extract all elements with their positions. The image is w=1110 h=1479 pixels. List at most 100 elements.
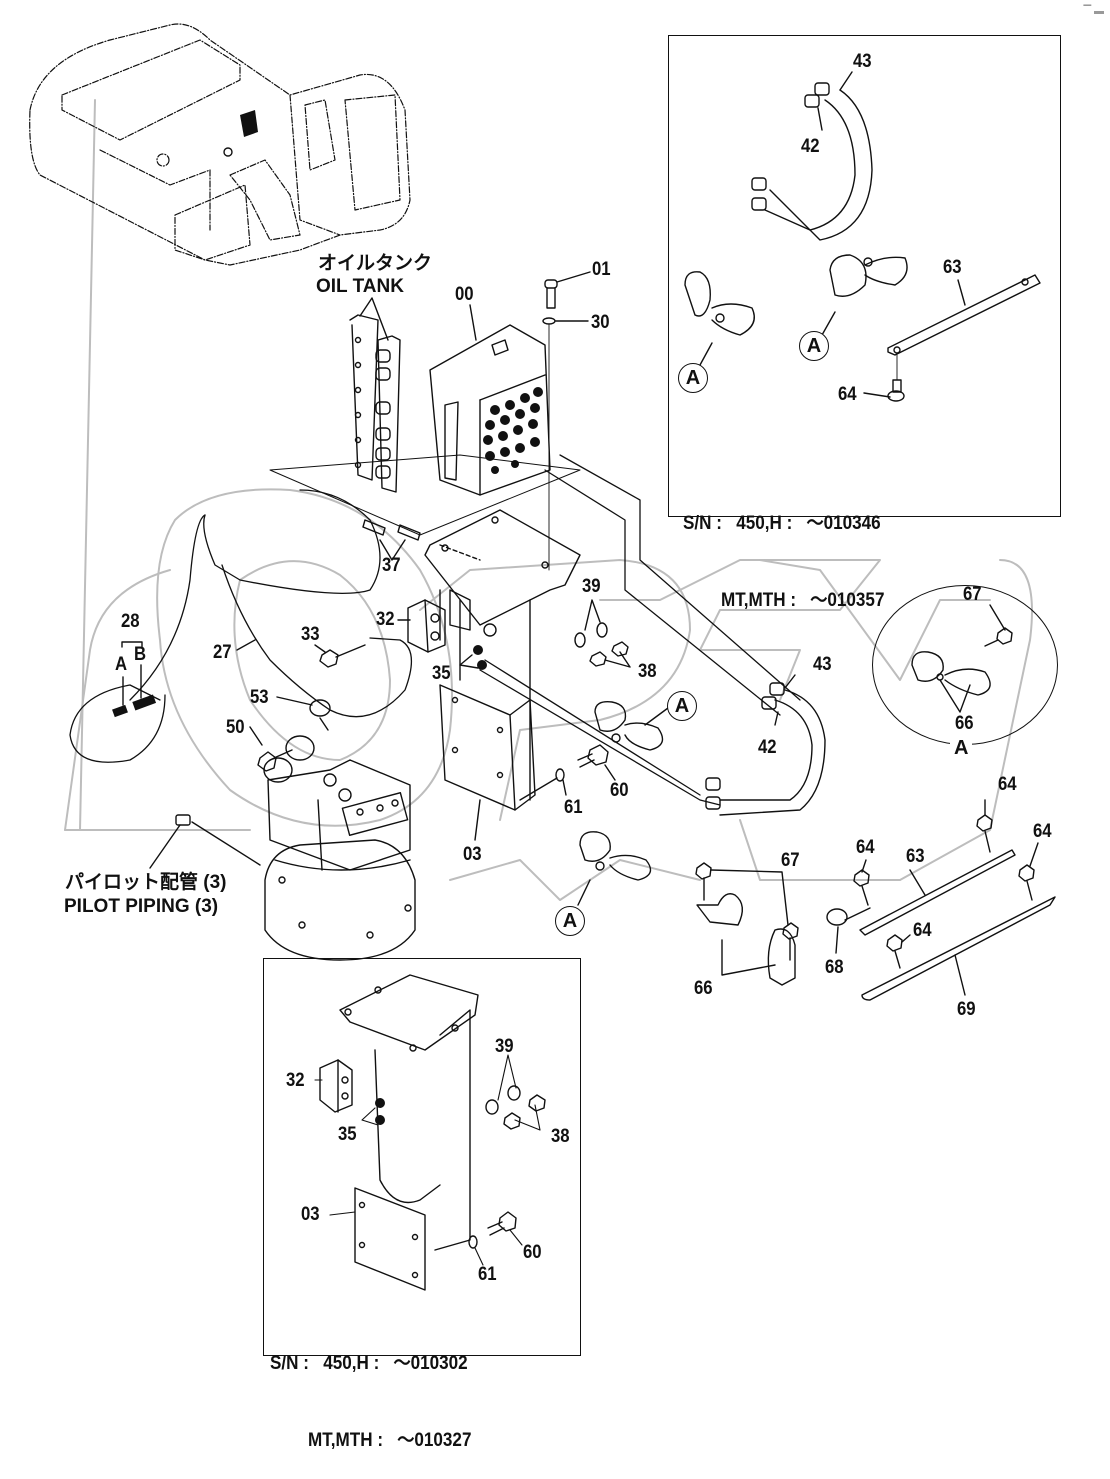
fitting-35 — [473, 645, 487, 670]
inset-bottom-leaders — [314, 1054, 541, 1266]
part-label-64: 64 — [856, 837, 875, 858]
cover-69 — [861, 896, 1056, 1001]
leader-38 — [604, 651, 631, 668]
serial-line: MT,MTH : ～010327 — [270, 1430, 472, 1452]
bracket-03 — [439, 599, 536, 811]
part-label-03: 03 — [463, 844, 482, 865]
detail-view-a-letter: A — [950, 737, 973, 760]
washers-39 — [574, 622, 608, 648]
leader-inset-63 — [957, 279, 966, 306]
inset-bottom-label-35: 35 — [338, 1124, 357, 1145]
leader-33 — [314, 644, 326, 653]
leader-50 — [249, 726, 263, 746]
bolt-01 — [544, 279, 558, 309]
detail-a-label-67: 67 — [963, 584, 982, 605]
hose-28-fittings — [112, 694, 157, 718]
inset-bottom-label-03: 03 — [301, 1204, 320, 1225]
leader-69 — [954, 954, 966, 996]
hose-pair-42-43 — [705, 682, 826, 816]
bolts-64 — [853, 814, 1035, 969]
part-label-61: 61 — [564, 797, 583, 818]
part-label-27: 27 — [213, 642, 232, 663]
scan-artifact-mark: ▔ ▬ — [1083, 6, 1104, 17]
part-label-37: 37 — [382, 555, 401, 576]
serial-line: S/N : 450,H : ～010346 — [683, 513, 881, 535]
leader-27 — [236, 639, 256, 651]
part-label-63: 63 — [906, 846, 925, 867]
inset-tr-label-42: 42 — [801, 136, 820, 157]
part-label-67: 67 — [781, 850, 800, 871]
washer-30 — [542, 317, 556, 325]
inset-bottom-label-61: 61 — [478, 1264, 497, 1285]
serial-line: S/N : 450,H : ～010302 — [270, 1353, 468, 1375]
bolts-67 — [695, 862, 799, 961]
callout-a: A — [667, 691, 697, 721]
leader-64-d — [901, 934, 911, 943]
leader-39 — [584, 599, 601, 631]
inset-bottom-block-32 — [319, 1059, 353, 1113]
oil-tank-marker — [223, 110, 258, 157]
inset-bottom-label-39: 39 — [495, 1036, 514, 1057]
leader-68 — [835, 926, 839, 954]
callout-a: A — [555, 906, 585, 936]
inset-tr-label-43: 43 — [853, 51, 872, 72]
pilot-fitting — [175, 814, 191, 826]
part-label-64: 64 — [998, 774, 1017, 795]
oil-tank-caption-jp: オイルタンク — [318, 253, 433, 274]
part-label-64: 64 — [1033, 821, 1052, 842]
bracket-28 — [121, 641, 143, 648]
diagram-drawing — [29, 23, 1056, 1291]
inset-tr-label-63: 63 — [943, 257, 962, 278]
part-label-50: 50 — [226, 717, 245, 738]
part-label-39: 39 — [582, 576, 601, 597]
part-label-38: 38 — [638, 661, 657, 682]
oil-tank-port-plates — [349, 314, 401, 493]
leader-43 — [784, 674, 796, 689]
inset-tr-serial-info: S/N : 450,H : ～010346 MT,MTH : ～010357 — [683, 460, 884, 639]
leader-00 — [469, 304, 477, 341]
pilot-valve-block — [429, 324, 551, 496]
detail-a-label-66: 66 — [955, 713, 974, 734]
fitting-37 — [362, 519, 421, 541]
part-label-00: 00 — [455, 284, 474, 305]
inset-tr-hoses — [751, 82, 873, 241]
leader-clamp-a2 — [577, 879, 591, 906]
leader-42 — [774, 711, 779, 726]
leader-35 — [459, 654, 479, 669]
leader-inset-a2 — [821, 311, 836, 336]
pilot-piping-leader — [149, 824, 181, 869]
part-label-42: 42 — [758, 737, 777, 758]
leader-inset-a1 — [699, 342, 713, 366]
clamp-assembly-a-lower — [579, 831, 652, 881]
inset-bottom-washer-61 — [468, 1235, 478, 1249]
inset-bottom-bracket — [339, 974, 479, 1291]
inset-bottom-label-38: 38 — [551, 1126, 570, 1147]
washer-61 — [555, 768, 565, 782]
leader-63 — [909, 869, 926, 896]
inset-earlier-serial-hoses — [668, 35, 1061, 517]
part-label-60: 60 — [610, 780, 629, 801]
leader-61 — [562, 779, 567, 796]
pilot-piping-caption-jp: パイロット配管 (3) — [65, 872, 227, 893]
inset-earlier-serial-bracket — [263, 958, 581, 1356]
part-label-32: 32 — [376, 609, 395, 630]
inset-tr-callout-a: A — [799, 331, 829, 361]
inset-tr-clamp-2 — [829, 254, 908, 297]
part-label-33: 33 — [301, 624, 320, 645]
hose-28-b-label: B — [134, 644, 147, 665]
part-label-01: 01 — [592, 259, 611, 280]
clamp-68 — [826, 907, 871, 926]
inset-bottom-washers-39 — [485, 1085, 521, 1115]
leader-inset-43 — [839, 71, 853, 91]
oil-tank-caption-en: OIL TANK — [316, 276, 404, 297]
bar-63 — [859, 849, 1016, 936]
leader-37 — [379, 539, 406, 561]
clamps-66 — [696, 893, 796, 986]
bolt-50 — [257, 749, 293, 772]
excavator-overview — [29, 23, 411, 266]
clamp-53 — [309, 699, 331, 731]
leader-03 — [474, 799, 481, 841]
inset-bottom-label-60: 60 — [523, 1242, 542, 1263]
inset-bottom-bolt-60 — [487, 1211, 517, 1236]
inset-tr-callout-a: A — [678, 363, 708, 393]
